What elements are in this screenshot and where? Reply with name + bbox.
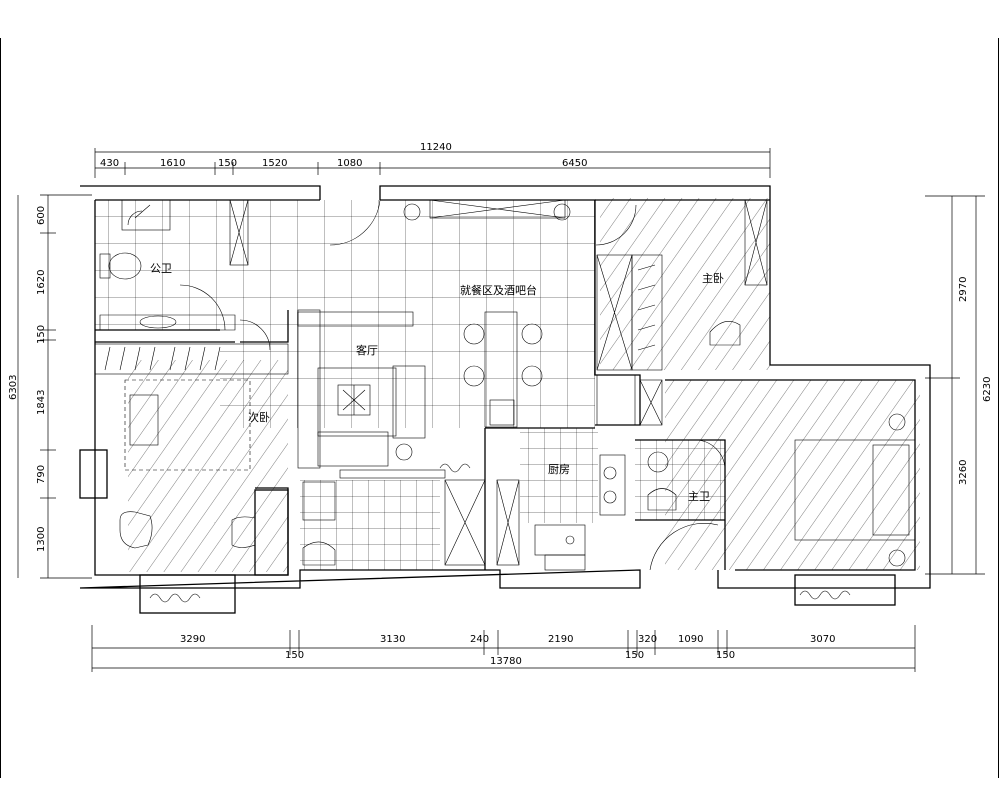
dim-top-2: 1610 (160, 158, 185, 169)
bottom-dimensions: 3290 3130 240 2190 320 1090 3070 150 150… (91, 625, 916, 672)
label-master-bath: 主卫 (688, 490, 710, 503)
dim-bottom-small-1: 150 (285, 650, 304, 661)
dim-bottom-6: 1090 (678, 634, 703, 645)
dim-top-4: 1520 (262, 158, 287, 169)
label-dining-bar: 就餐区及酒吧台 (460, 283, 537, 297)
dim-top-1: 430 (100, 158, 119, 169)
dim-bottom-small-3: 150 (716, 650, 735, 661)
top-dimensions: 11240 430 1610 150 1520 1080 6450 (94, 142, 771, 178)
frame-right-edge (998, 38, 999, 778)
left-dimensions: 6303 600 1620 150 1843 790 1300 (8, 194, 92, 579)
label-master-bedroom: 主卧 (702, 272, 724, 285)
label-public-bath: 公卫 (150, 262, 172, 275)
label-second-bedroom: 次卧 (248, 410, 270, 424)
room-labels: 公卫 就餐区及酒吧台 客厅 次卧 厨房 主卧 主卫 (150, 262, 724, 503)
dim-left-4: 1843 (36, 390, 47, 415)
dim-bottom-small-2: 150 (625, 650, 644, 661)
dim-bottom-total: 13780 (490, 656, 522, 667)
dim-left-3: 150 (36, 325, 47, 344)
dim-bottom-3: 240 (470, 634, 489, 645)
dim-bottom-2: 3130 (380, 634, 405, 645)
dim-right-2: 3260 (958, 460, 969, 485)
dim-left-2: 1620 (36, 270, 47, 295)
label-kitchen: 厨房 (548, 463, 570, 476)
dim-top-5: 1080 (337, 158, 362, 169)
dim-top-total: 11240 (420, 142, 452, 153)
dim-top-3: 150 (218, 158, 237, 169)
right-dimensions: 2970 6230 3260 (925, 195, 993, 575)
dim-top-6: 6450 (562, 158, 587, 169)
dim-right-total: 6230 (982, 377, 993, 402)
dim-bottom-1: 3290 (180, 634, 205, 645)
floor-fills (95, 198, 920, 572)
dim-left-5: 790 (36, 465, 47, 484)
dim-bottom-4: 2190 (548, 634, 573, 645)
dim-bottom-5: 320 (638, 634, 657, 645)
label-living-room: 客厅 (356, 343, 378, 357)
dim-right-1: 2970 (958, 277, 969, 302)
frame-left-edge (0, 38, 1, 778)
dim-left-6: 1300 (36, 527, 47, 552)
dim-left-total: 6303 (8, 375, 19, 400)
dim-bottom-7: 3070 (810, 634, 835, 645)
fixtures (94, 199, 916, 603)
dim-left-1: 600 (36, 206, 47, 225)
